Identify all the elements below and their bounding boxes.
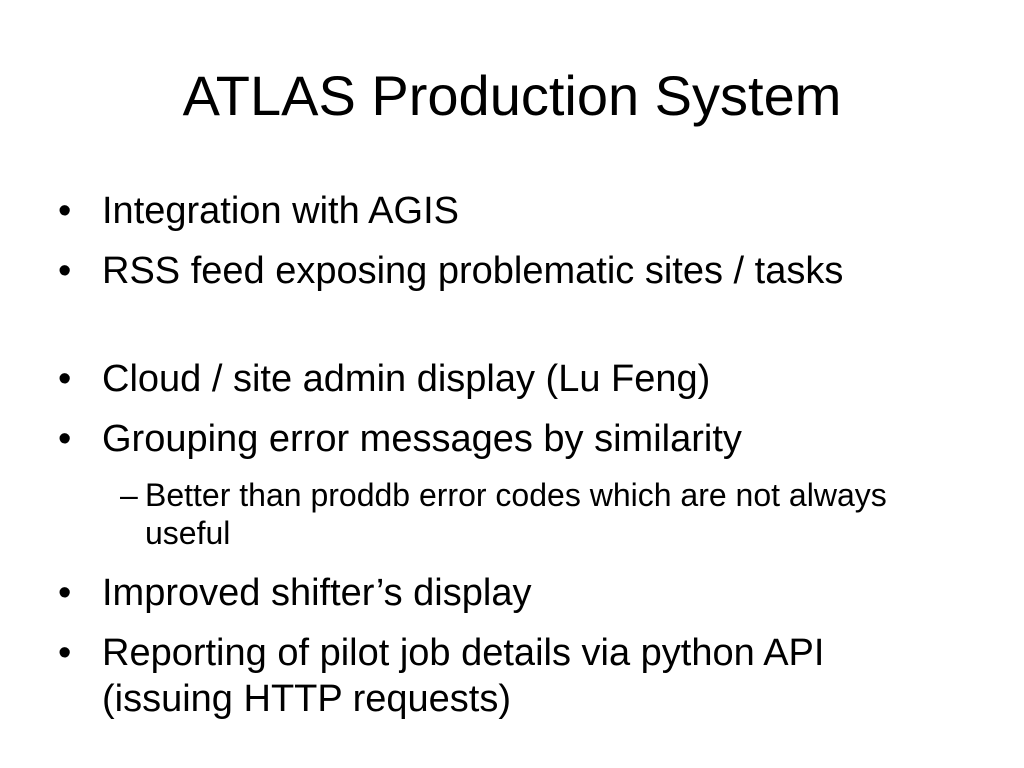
- bullet-text: Reporting of pilot job details via pytho…: [102, 632, 825, 720]
- bullet-text: Integration with AGIS: [102, 190, 459, 232]
- bullet-text: RSS feed exposing problematic sites / ta…: [102, 250, 844, 292]
- bullet-marker: •: [58, 632, 72, 674]
- bullet-marker: •: [58, 358, 72, 400]
- bullet-marker: •: [58, 572, 72, 614]
- bullet-text: Improved shifter’s display: [102, 572, 532, 614]
- bullet-text: Cloud / site admin display (Lu Feng): [102, 358, 711, 400]
- bullet-text: Grouping error messages by similarity: [102, 418, 742, 460]
- sub-bullet-text: Better than proddb error codes which are…: [145, 477, 887, 551]
- bullet-marker: •: [58, 418, 72, 460]
- slide-title: ATLAS Production System: [182, 64, 842, 127]
- bullet-marker: •: [58, 190, 72, 232]
- sub-bullet-marker: –: [120, 477, 138, 513]
- bullet-marker: •: [58, 250, 72, 292]
